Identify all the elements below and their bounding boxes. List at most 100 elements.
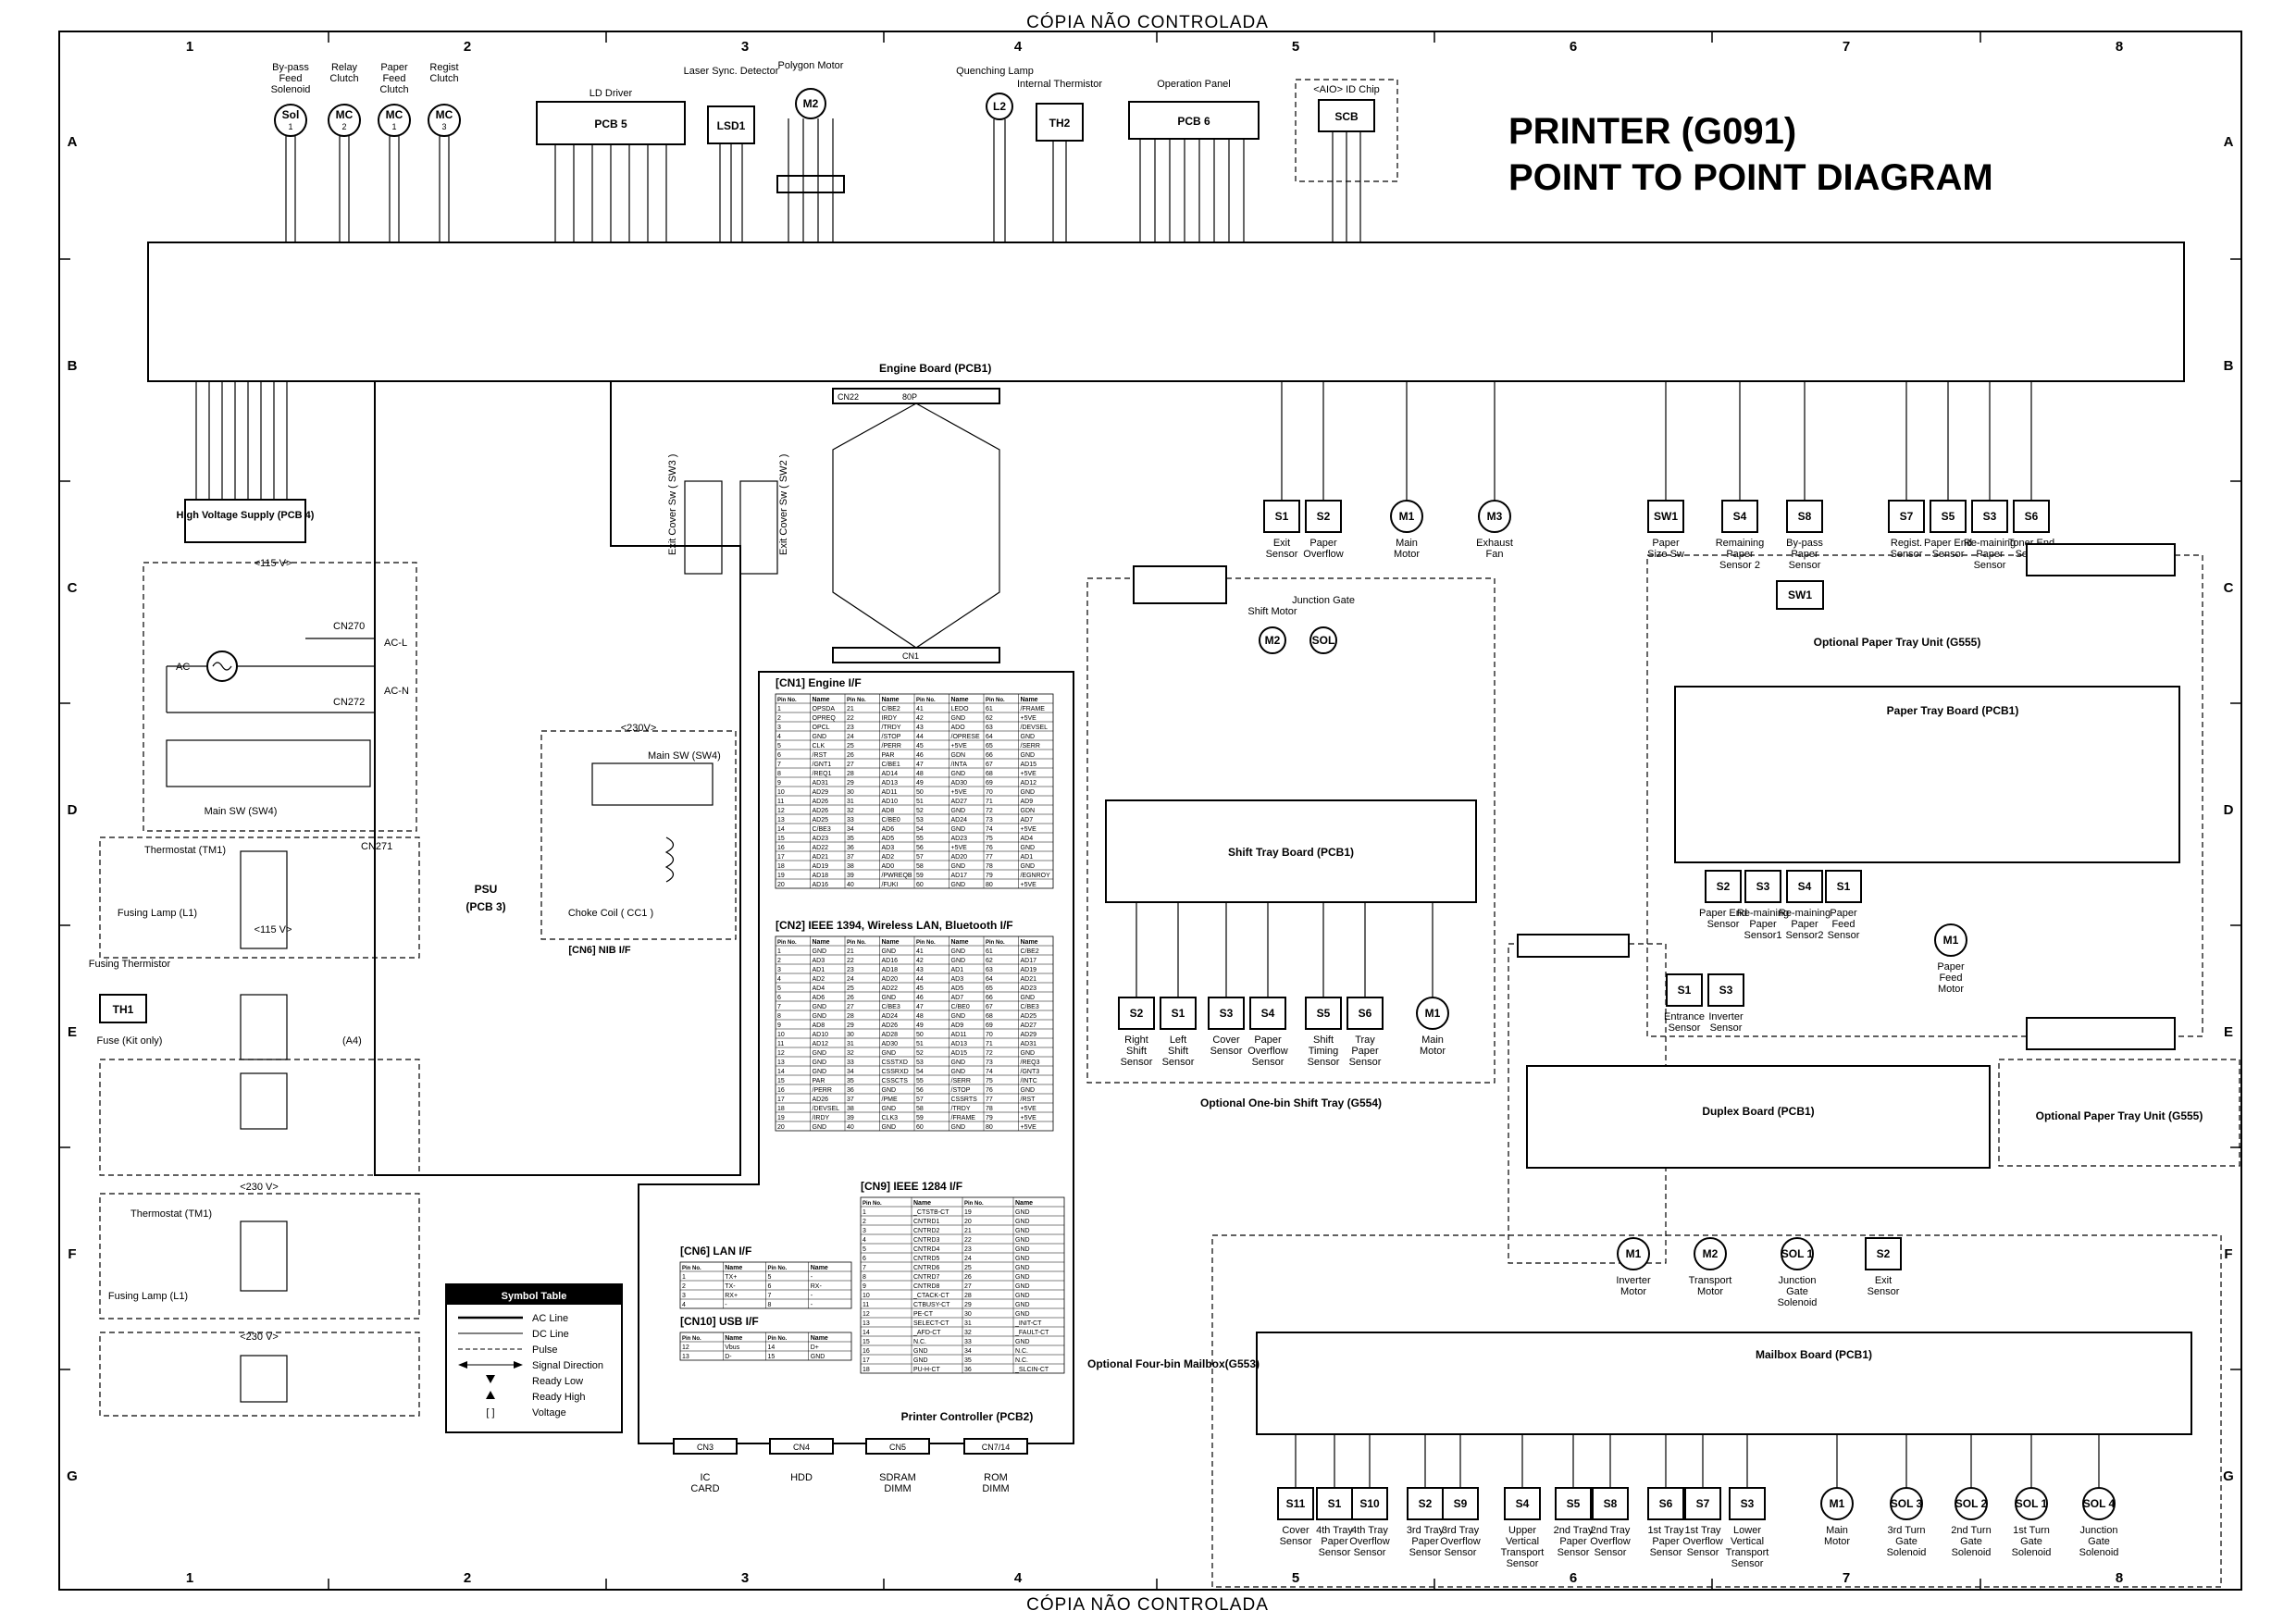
grid-row-right: B [2224, 358, 2234, 374]
interface-table-cell: 61 [986, 948, 993, 955]
ac-wires [166, 638, 375, 713]
thermostat-115-group [99, 836, 420, 959]
interface-table-cell: GND [882, 1124, 897, 1131]
grid-col-bottom: 7 [1843, 1570, 1850, 1586]
lsd1-box [707, 105, 755, 144]
interface-table-cell: AD30 [951, 780, 968, 787]
interface-table-cell: N.C. [913, 1339, 926, 1345]
interface-table-cell: GND [951, 808, 966, 814]
interface-table-cell: 39 [847, 873, 854, 879]
interface-table-cell: GND [1015, 1283, 1030, 1290]
interface-table-cell: 20 [777, 882, 785, 888]
controller-slot-cn: CN7/14 [982, 1443, 1011, 1452]
interface-table-cell: 41 [916, 948, 924, 955]
mailbox-part-sym: S2 [1419, 1497, 1433, 1510]
fusing-thermistor-label: Fusing Thermistor [89, 959, 171, 970]
interface-table-cell: 9 [777, 780, 781, 787]
interface-table-cell: GND [882, 1106, 897, 1112]
paper-tray-board [1674, 686, 2180, 863]
interface-table-cell: 69 [986, 1022, 993, 1029]
engine-sensor-label: Regist.Sensor [1891, 538, 1923, 560]
interface-table-cell: AD23 [951, 836, 968, 842]
interface-table-cell: AD23 [1021, 985, 1037, 992]
interface-table-cell: 41 [916, 706, 924, 712]
interface-table-cell: GND [1021, 789, 1036, 796]
interface-table-header: Name [882, 939, 900, 946]
interface-table-cell: AD20 [951, 854, 968, 861]
interface-table-cell: 9 [777, 1022, 781, 1029]
fusing-lamp-label: Fusing Lamp (L1) [118, 908, 197, 919]
interface-table-cell: CNTRD2 [913, 1228, 939, 1234]
shift-sensor-sym: M1 [1425, 1007, 1441, 1020]
controller-slot [673, 1438, 738, 1455]
interface-table-cell: 35 [847, 836, 854, 842]
interface-table-cell: AD5 [951, 985, 964, 992]
mailbox-part-icon [1504, 1487, 1541, 1520]
shift-sensor-sym: S3 [1220, 1007, 1234, 1020]
interface-table-cell: 27 [847, 762, 854, 768]
interface-table-cell: GND [813, 734, 827, 740]
interface-table-cell: 24 [847, 734, 854, 740]
interface-table-cell: 68 [986, 1013, 993, 1020]
interface-table-cell: AD6 [813, 995, 825, 1001]
interface-table-header: Pin No. [863, 1201, 882, 1207]
interface-table-cell: GND [1015, 1339, 1030, 1345]
interface-table-cell: 59 [916, 873, 924, 879]
mailbox-part-sym: S8 [1604, 1497, 1618, 1510]
interface-table-cell: 14 [768, 1344, 776, 1351]
scb-wires [1332, 131, 1361, 242]
interface-table-cell: AD30 [882, 1041, 899, 1047]
interface-table-cell: 72 [986, 808, 993, 814]
interface-table-cell: 66 [986, 995, 993, 1001]
exit-cover-sw2-label: Exit Cover Sw ( SW2 ) [778, 454, 789, 555]
interface-table-cell: AD16 [813, 882, 829, 888]
duplex-part-sym: S2 [1877, 1247, 1891, 1260]
interface-table-cell: +5VE [951, 743, 968, 750]
interface-table-cell: CNTRD1 [913, 1219, 939, 1225]
interface-table-cell: GND [813, 1124, 827, 1131]
interface-table-cell: 2 [777, 715, 781, 722]
grid-col-bottom: 8 [2116, 1570, 2123, 1586]
interface-table-cell: 2 [777, 958, 781, 964]
shift-motor-label: Shift Motor [1247, 606, 1297, 617]
cn22-pins: 80P [902, 392, 917, 402]
interface-table-cell: AD18 [813, 873, 829, 879]
duplex-part-sym: S3 [1719, 984, 1733, 997]
interface-table-cell: 51 [916, 1041, 924, 1047]
interface-table-cell: 1 [777, 706, 781, 712]
clutch-icon [274, 104, 307, 137]
interface-table-cell: 35 [847, 1078, 854, 1084]
grid-col-top: 1 [186, 39, 193, 55]
interface-table-cell: 2 [863, 1219, 866, 1225]
tray-sw1-box [1776, 580, 1824, 610]
interface-table-cell: AD29 [813, 789, 829, 796]
shift-motor-icon [1259, 626, 1286, 654]
polygon-motor-label: Polygon Motor [778, 60, 844, 71]
shift-sensor-icon [1347, 997, 1384, 1030]
cn272-label: CN272 [333, 697, 365, 708]
interface-table-cell: 78 [986, 863, 993, 870]
interface-table-cell: 21 [847, 948, 854, 955]
interface-table-cell: AD31 [1021, 1041, 1037, 1047]
controller-cn1-connector [832, 647, 1000, 663]
engine-sensor-icon [1647, 500, 1684, 533]
tray-sensor-sym: S2 [1717, 880, 1731, 893]
th1-box [99, 994, 147, 1023]
interface-table-cell: AD2 [882, 854, 895, 861]
interface-table-cell: 12 [777, 1050, 785, 1057]
interface-table-cell: CSSRXD [882, 1069, 909, 1075]
fuse-kit-group [99, 1059, 420, 1176]
interface-table-cell: 31 [847, 799, 854, 805]
junction-gate-sol-sym: SOL [1312, 634, 1335, 647]
interface-table-cell: 70 [986, 789, 993, 796]
interface-table-cell: PAR [813, 1078, 825, 1084]
interface-table-cell: GND [951, 1059, 966, 1066]
interface-table-cell: 52 [916, 1050, 924, 1057]
interface-table-cell: 34 [847, 826, 854, 833]
interface-table-cell: /STOP [882, 734, 901, 740]
shift-tray-board-label: Shift Tray Board (PCB1) [1228, 846, 1354, 859]
shift-sensor-sym: S6 [1359, 1007, 1372, 1020]
